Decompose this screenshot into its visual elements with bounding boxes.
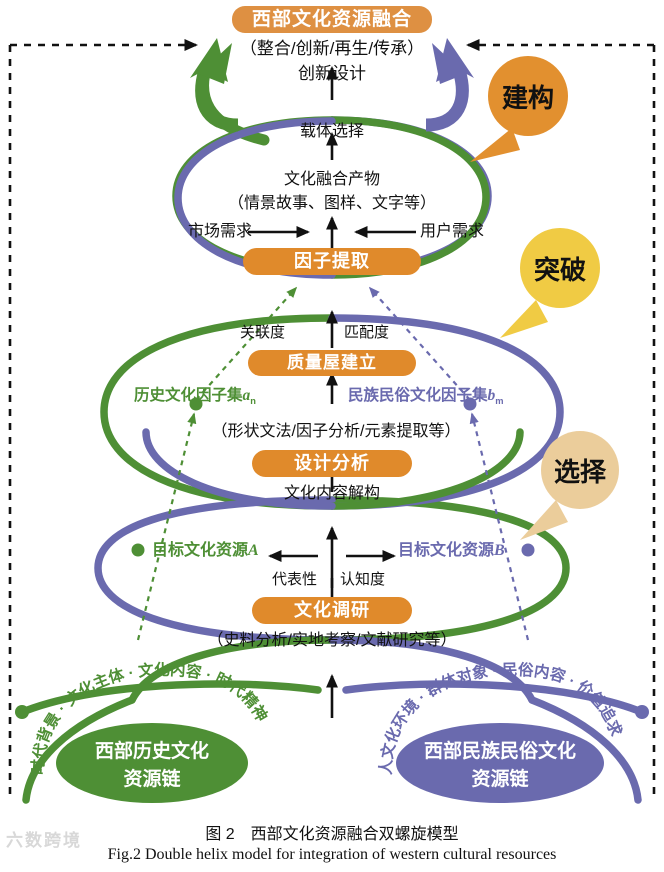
factor-set-right-symbol: b	[487, 387, 496, 404]
node-dot-factor-right	[463, 397, 477, 411]
top-subtitle: （整合/创新/再生/传承）	[239, 39, 425, 58]
top-line3: 创新设计	[298, 64, 366, 83]
top-result-box: 西部文化资源融合	[232, 6, 432, 33]
factor-set-left-text: 历史文化因子集	[134, 387, 243, 404]
feedback-loop-dashed	[8, 39, 656, 800]
strand-endpoint-dot-right	[635, 705, 649, 719]
figure-caption-cn: 图 2 西部文化资源融合双螺旋模型	[205, 826, 459, 843]
design-methods-label: （形状文法/因子分析/元素提取等）	[211, 423, 461, 440]
top-result-label: 西部文化资源融合	[251, 9, 412, 30]
node-dot-target-right	[521, 543, 535, 557]
target-resource-a: 目标文化资源A	[152, 543, 259, 559]
user-demand-label: 用户需求	[420, 223, 485, 240]
bubble-select-label: 选择	[553, 456, 606, 487]
target-resource-a-symbol: A	[248, 542, 259, 559]
bubble-tail-select	[520, 500, 568, 540]
bubble-select: 选择	[541, 431, 619, 509]
factor-set-left-subscript: n	[250, 396, 256, 407]
base-left-title-line2: 资源链	[123, 769, 181, 790]
bubble-construct: 建构	[488, 56, 568, 136]
bubble-construct-label: 建构	[501, 82, 554, 113]
strand-endpoint-dot-left	[15, 705, 29, 719]
base-chain-right	[396, 723, 604, 803]
factor-set-left: 历史文化因子集an	[134, 388, 256, 406]
market-demand-label: 市场需求	[188, 223, 253, 240]
factor-transfer-purple	[368, 286, 530, 641]
base-chain-left	[56, 723, 248, 803]
node-dot-factor-left	[189, 397, 203, 411]
target-resource-a-text: 目标文化资源	[152, 542, 249, 559]
design-analysis-pill: 设计分析	[252, 450, 412, 477]
factor-extraction-pill: 因子提取	[243, 248, 421, 275]
bubble-tail-breakthrough	[500, 300, 548, 338]
carrier-selection-label: 载体选择	[299, 123, 365, 140]
match-degree-label: 匹配度	[344, 324, 390, 341]
house-of-quality-label: 质量屋建立	[287, 353, 377, 372]
relevance-label: 关联度	[240, 324, 286, 341]
house-of-quality-pill: 质量屋建立	[248, 350, 416, 376]
target-resource-b-text: 目标文化资源	[398, 542, 495, 559]
content-deconstruction-label: 文化内容解构	[283, 485, 381, 502]
factor-extraction-label: 因子提取	[294, 251, 370, 271]
flow-arrows	[248, 65, 416, 718]
representativeness-label: 代表性	[272, 571, 318, 588]
bubble-breakthrough-label: 突破	[533, 254, 586, 285]
base-left-title-line1: 西部历史文化	[94, 741, 210, 762]
green-ascending-arrow	[190, 38, 239, 132]
target-resource-b-symbol: B	[494, 542, 505, 559]
base-right-title-line2: 资源链	[471, 769, 529, 790]
awareness-label: 认知度	[340, 571, 386, 588]
fusion-product-detail: （情景故事、图样、文字等）	[227, 195, 437, 212]
bubble-breakthrough: 突破	[520, 228, 600, 308]
factor-transfer-green	[136, 286, 298, 641]
base-right-title-line1: 西部民族民俗文化	[423, 741, 577, 762]
watermark: 六数跨境	[6, 831, 82, 850]
base-wrap-strands	[16, 680, 648, 804]
factor-set-right-subscript: m	[495, 396, 504, 407]
target-resource-b: 目标文化资源B	[398, 543, 505, 559]
figure-caption-en: Fig.2 Double helix model for integration…	[107, 846, 557, 863]
factor-set-left-symbol: a	[242, 387, 251, 404]
design-analysis-label: 设计分析	[294, 453, 370, 473]
factor-set-right: 民族民俗文化因子集bm	[348, 388, 504, 406]
fusion-product-title: 文化融合产物	[283, 171, 381, 188]
node-dot-target-left	[131, 543, 145, 557]
factor-set-right-text: 民族民俗文化因子集	[348, 387, 488, 404]
cultural-research-label: 文化调研	[294, 600, 370, 620]
cultural-research-pill: 文化调研	[252, 597, 412, 624]
purple-ascending-arrow	[425, 38, 474, 132]
bubble-tail-construct	[470, 128, 520, 162]
research-methods-label: （史料分析/实地考察/文献研究等）	[207, 632, 457, 649]
